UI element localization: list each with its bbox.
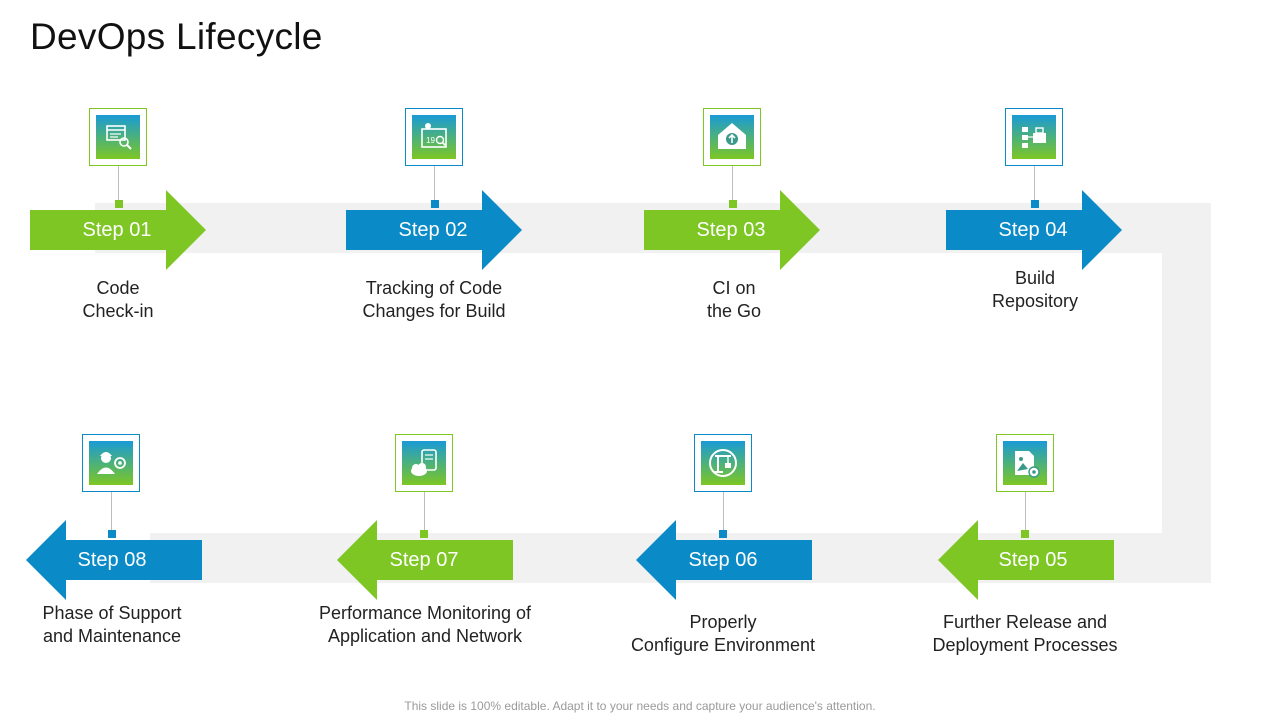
step-07-icon-box	[395, 434, 453, 492]
step-03-desc-line1: CI on	[712, 278, 756, 298]
step-05-desc-line1: Further Release and	[942, 612, 1108, 632]
step-01-dot	[115, 200, 123, 208]
step-02-description: Tracking of Code Changes for Build	[314, 277, 554, 323]
step-04-desc-line1: Build	[1014, 268, 1056, 288]
step-06-arrow: Step 06	[632, 520, 812, 600]
step-01-desc-line1: Code	[96, 278, 140, 298]
step-06-desc-line1: Properly	[689, 612, 757, 632]
step-05-desc-line2: Deployment Processes	[932, 635, 1118, 655]
step-01-description: Code Check-in	[0, 277, 238, 323]
step-06-connector	[723, 492, 724, 532]
step-02-icon-box: 19	[405, 108, 463, 166]
crane-icon	[701, 441, 745, 485]
step-05-description: Further Release and Deployment Processes	[905, 611, 1145, 657]
step-07-desc-line1: Performance Monitoring of	[318, 603, 532, 623]
step-01-icon-box	[89, 108, 147, 166]
cloud-monitor-icon	[402, 441, 446, 485]
step-03-connector	[732, 166, 733, 204]
file-settings-icon	[1003, 441, 1047, 485]
step-01-arrow: Step 01	[30, 190, 210, 270]
step-08-connector	[111, 492, 112, 532]
step-04-label: Step 04	[998, 219, 1068, 241]
step-08-arrow: Step 08	[22, 520, 202, 600]
step-08-description: Phase of Support and Maintenance	[0, 602, 232, 648]
step-04-dot	[1031, 200, 1039, 208]
footer-note: This slide is 100% editable. Adapt it to…	[404, 699, 876, 713]
step-04-arrow: Step 04	[946, 190, 1126, 270]
step-07-desc-line2: Application and Network	[327, 626, 523, 646]
repository-icon	[1012, 115, 1056, 159]
step-08-label: Step 08	[77, 549, 147, 571]
step-05-arrow: Step 05	[934, 520, 1114, 600]
step-06-desc-line2: Configure Environment	[630, 635, 816, 655]
code-review-icon	[96, 115, 140, 159]
step-04-description: Build Repository	[915, 267, 1155, 313]
step-05-label: Step 05	[998, 549, 1068, 571]
step-03-desc-line2: the Go	[706, 301, 762, 321]
step-04-connector	[1034, 166, 1035, 204]
step-07-label: Step 07	[389, 549, 459, 571]
home-upload-icon	[710, 115, 754, 159]
page-title: DevOps Lifecycle	[30, 16, 323, 57]
step-02-label: Step 02	[398, 219, 468, 241]
step-07-dot	[420, 530, 428, 538]
step-07-connector	[424, 492, 425, 532]
step-03-arrow: Step 03	[644, 190, 824, 270]
step-05-connector	[1025, 492, 1026, 532]
step-02-arrow: Step 02	[346, 190, 526, 270]
step-02-dot	[431, 200, 439, 208]
step-06-label: Step 06	[688, 549, 758, 571]
calendar-search-icon: 19	[412, 115, 456, 159]
step-03-label: Step 03	[696, 219, 766, 241]
step-08-icon-box	[82, 434, 140, 492]
step-02-connector	[434, 166, 435, 204]
step-06-description: Properly Configure Environment	[603, 611, 843, 657]
step-01-connector	[118, 166, 119, 204]
step-08-desc-line2: and Maintenance	[42, 626, 182, 646]
step-08-dot	[108, 530, 116, 538]
step-05-dot	[1021, 530, 1029, 538]
step-07-arrow: Step 07	[333, 520, 513, 600]
step-04-desc-line2: Repository	[991, 291, 1079, 311]
step-04-icon-box	[1005, 108, 1063, 166]
svg-text:19: 19	[426, 136, 435, 145]
step-02-desc-line2: Changes for Build	[362, 301, 506, 321]
step-06-icon-box	[694, 434, 752, 492]
flow-band-right	[1162, 203, 1211, 583]
step-02-desc-line1: Tracking of Code	[365, 278, 503, 298]
step-06-dot	[719, 530, 727, 538]
step-03-description: CI on the Go	[614, 277, 854, 323]
support-engineer-icon	[89, 441, 133, 485]
step-08-desc-line1: Phase of Support	[42, 603, 182, 623]
step-03-icon-box	[703, 108, 761, 166]
step-03-dot	[729, 200, 737, 208]
step-07-description: Performance Monitoring of Application an…	[304, 602, 546, 648]
step-01-label: Step 01	[82, 219, 152, 241]
step-05-icon-box	[996, 434, 1054, 492]
step-01-desc-line2: Check-in	[82, 301, 154, 321]
